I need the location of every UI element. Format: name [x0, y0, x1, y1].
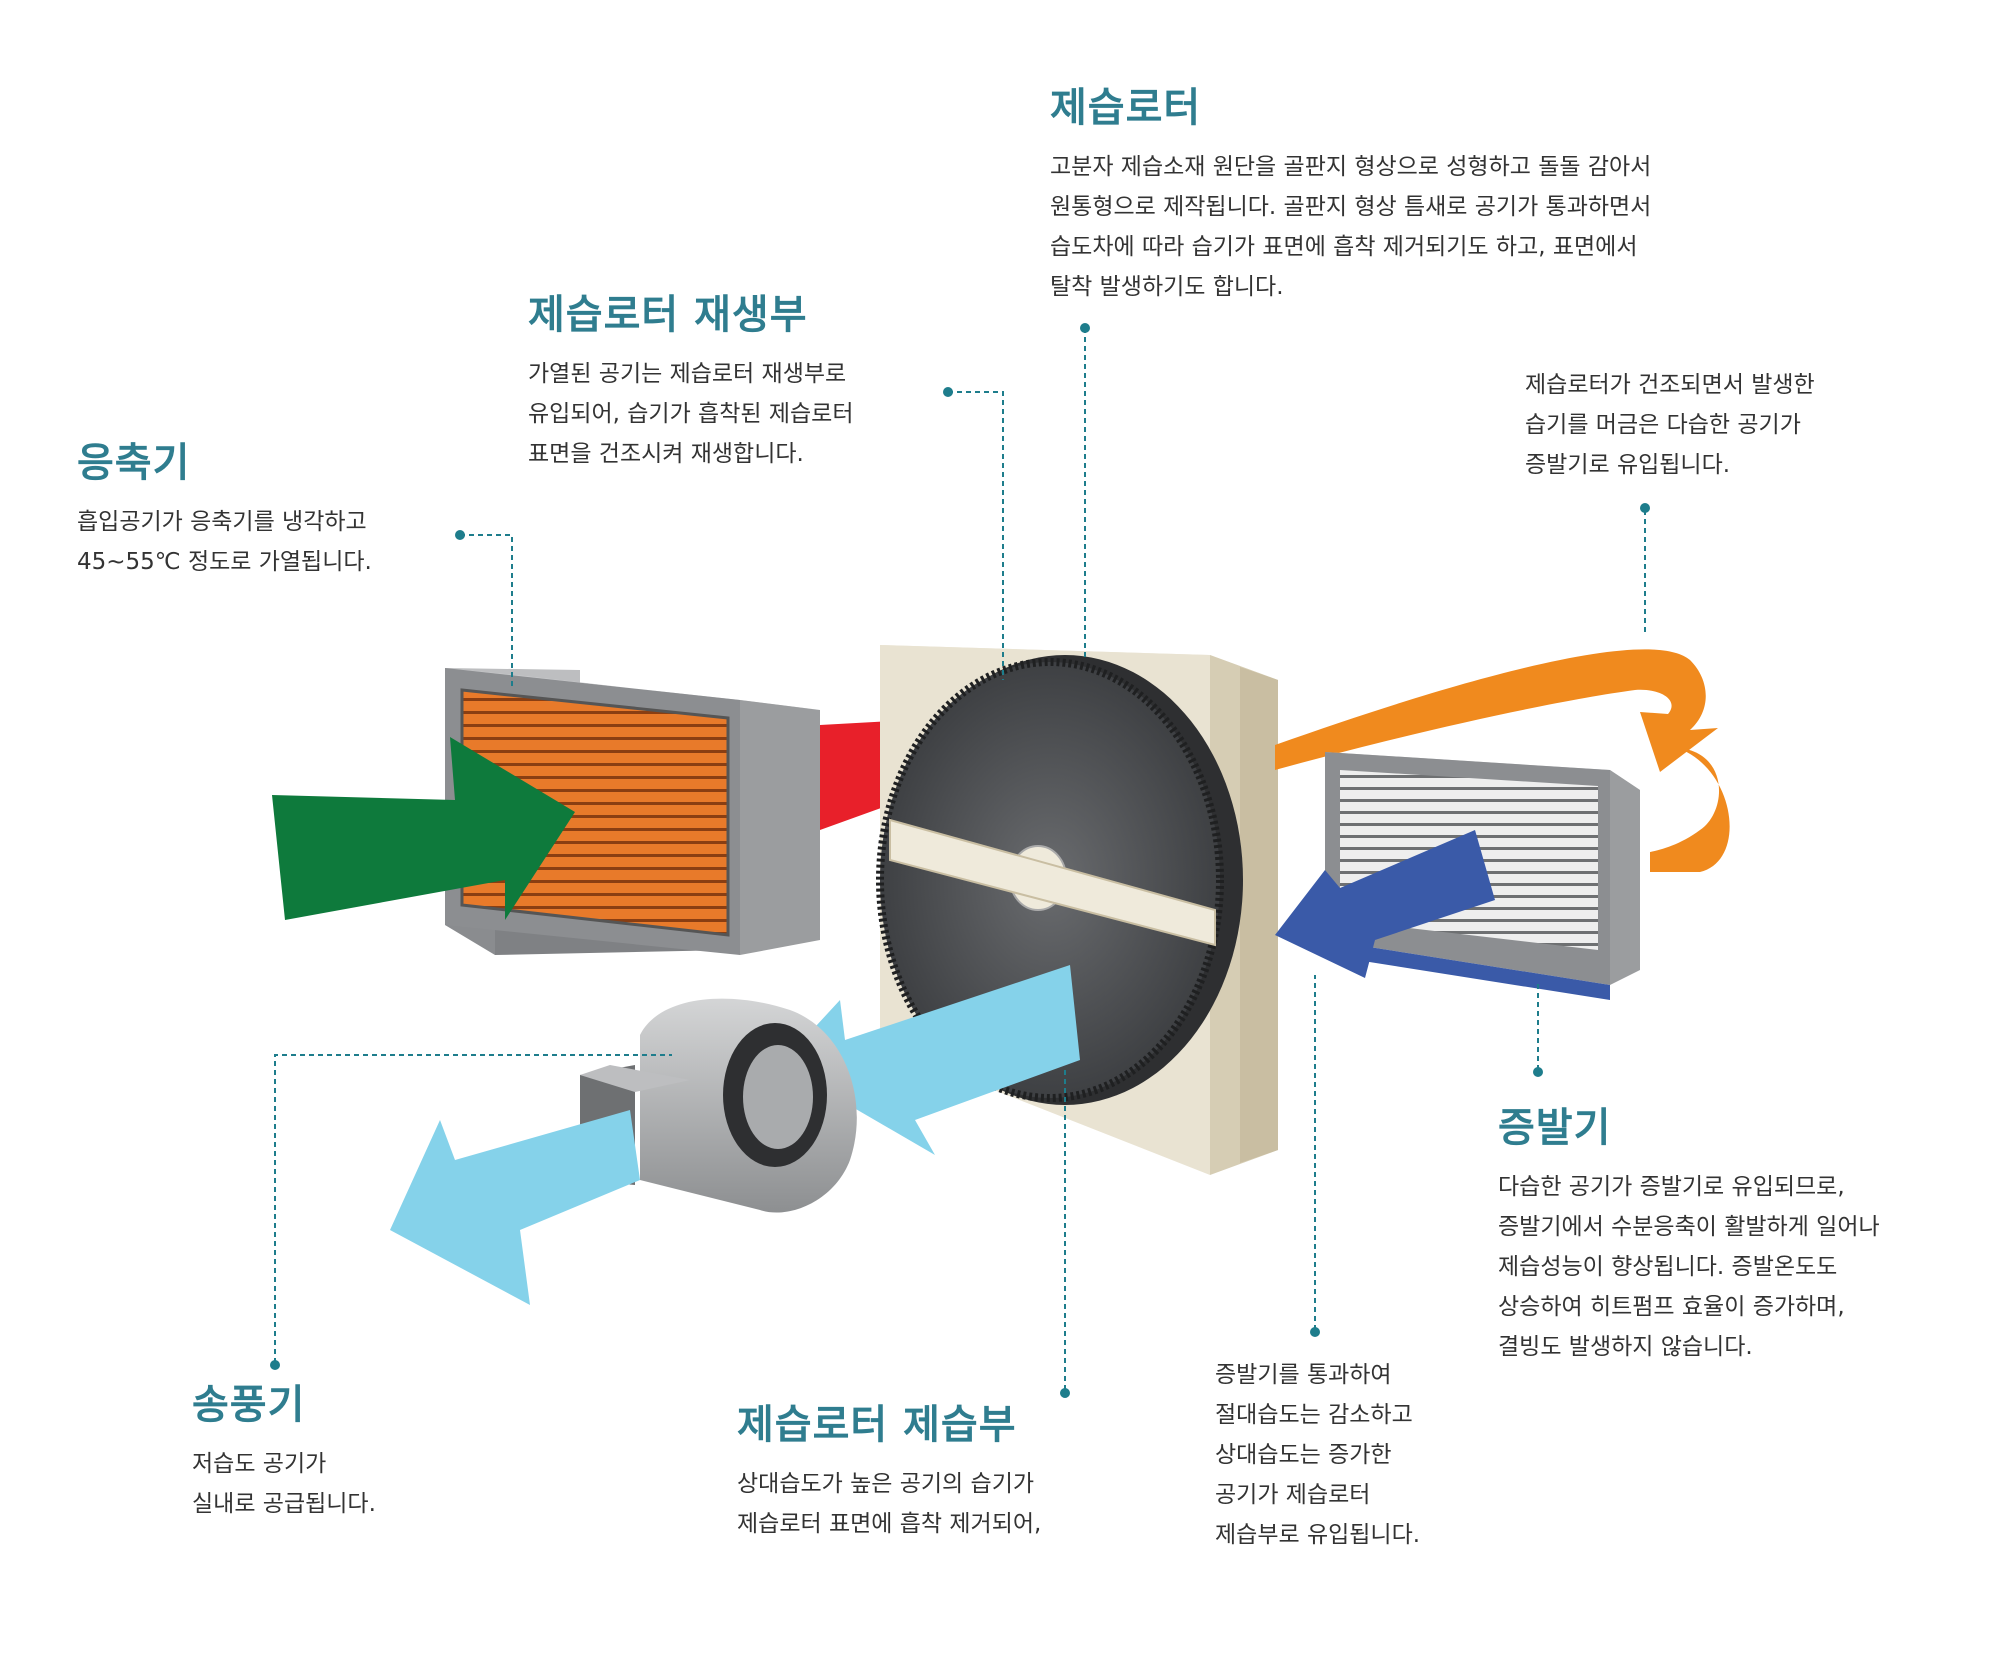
through-evap-line-5: 제습부로 유입됩니다.: [1215, 1522, 1421, 1548]
dehum-desc-line-2: 제습로터 표면에 흡착 제거되어,: [737, 1511, 1042, 1537]
condenser-desc-line-1: 흡입공기가 응축기를 냉각하고: [77, 509, 367, 535]
cooled-air-arrow: [1275, 830, 1495, 978]
rotor-partition: [889, 818, 1216, 947]
through-evap-note: 증발기를 통과하여 절대습도는 감소하고 상대습도는 증가한 공기가 제습로터 …: [1215, 1355, 1420, 1555]
rotor-desc-line-4: 탈착 발생하기도 합니다.: [1050, 274, 1284, 300]
condenser-desc-line-2: 45~55℃ 정도로 가열됩니다.: [77, 549, 372, 575]
evaporator-desc-line-4: 상승하여 히트펌프 효율이 증가하며,: [1498, 1294, 1845, 1320]
leader-lines: [274, 328, 1646, 1390]
rotor-desc-line-1: 고분자 제습소재 원단을 골판지 형상으로 성형하고 돌돌 감아서: [1050, 154, 1652, 180]
dehum-label: 제습로터 제습부 상대습도가 높은 공기의 습기가 제습로터 표면에 흡착 제거…: [737, 1392, 1041, 1544]
regen-title: 제습로터 재생부: [528, 292, 808, 338]
through-evap-line-2: 절대습도는 감소하고: [1215, 1402, 1413, 1428]
rotor-label: 제습로터 고분자 제습소재 원단을 골판지 형상으로 성형하고 돌돌 감아서 원…: [1050, 75, 1651, 307]
through-evap-line-4: 공기가 제습로터: [1215, 1482, 1371, 1508]
evaporator-label: 증발기 다습한 공기가 증발기로 유입되므로, 증발기에서 수분응축이 활발하게…: [1498, 1095, 1880, 1367]
condenser-title: 응축기: [77, 440, 191, 486]
rotor-title: 제습로터: [1050, 85, 1202, 131]
leader-dots: [270, 323, 1650, 1398]
evaporator-desc-line-2: 증발기에서 수분응축이 활발하게 일어나: [1498, 1214, 1880, 1240]
humid-air-line-2: 습기를 머금은 다습한 공기가: [1525, 412, 1801, 438]
regen-desc-line-1: 가열된 공기는 제습로터 재생부로: [528, 361, 847, 387]
humid-air-line-1: 제습로터가 건조되면서 발생한: [1525, 372, 1815, 398]
supply-air-arrow: [390, 1110, 640, 1305]
regen-desc-line-2: 유입되어, 습기가 흡착된 제습로터: [528, 401, 854, 427]
humid-air-arrow: [1275, 649, 1730, 872]
fan-title: 송풍기: [192, 1382, 306, 1428]
fan-desc-line-1: 저습도 공기가: [192, 1451, 327, 1477]
condenser-label: 응축기 흡입공기가 응축기를 냉각하고 45~55℃ 정도로 가열됩니다.: [77, 430, 372, 582]
evaporator-desc-line-1: 다습한 공기가 증발기로 유입되므로,: [1498, 1174, 1845, 1200]
dehum-title: 제습로터 제습부: [737, 1402, 1017, 1448]
humid-air-note: 제습로터가 건조되면서 발생한 습기를 머금은 다습한 공기가 증발기로 유입됩…: [1525, 365, 1815, 485]
through-evap-line-3: 상대습도는 증가한: [1215, 1442, 1392, 1468]
regen-desc-line-3: 표면을 건조시켜 재생합니다.: [528, 441, 804, 467]
through-evap-line-1: 증발기를 통과하여: [1215, 1362, 1392, 1388]
rotor-desc-line-3: 습도차에 따라 습기가 표면에 흡착 제거되기도 하고, 표면에서: [1050, 234, 1638, 260]
evaporator-desc-line-5: 결빙도 발생하지 않습니다.: [1498, 1334, 1753, 1360]
humid-air-line-3: 증발기로 유입됩니다.: [1525, 452, 1731, 478]
fan-label: 송풍기 저습도 공기가 실내로 공급됩니다.: [192, 1372, 376, 1524]
intake-air-arrow: [272, 737, 575, 920]
regen-label: 제습로터 재생부 가열된 공기는 제습로터 재생부로 유입되어, 습기가 흡착된…: [528, 282, 853, 474]
evaporator-desc-line-3: 제습성능이 향상됩니다. 증발온도도: [1498, 1254, 1838, 1280]
fan-desc-line-2: 실내로 공급됩니다.: [192, 1491, 376, 1517]
dehum-desc-line-1: 상대습도가 높은 공기의 습기가: [737, 1471, 1035, 1497]
evaporator-title: 증발기: [1498, 1105, 1612, 1151]
rotor-desc-line-2: 원통형으로 제작됩니다. 골판지 형상 틈새로 공기가 통과하면서: [1050, 194, 1652, 220]
